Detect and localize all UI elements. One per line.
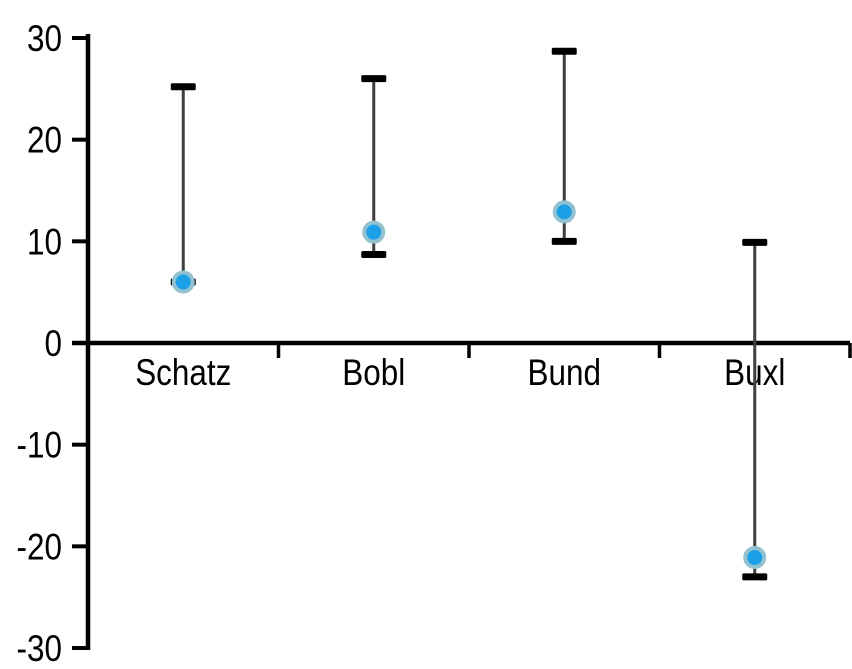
low-cap-bobl [361,251,387,259]
close-marker-bund [552,200,576,224]
y-tick-label: -30 [17,629,62,669]
y-tick-label: 10 [27,222,62,263]
y-tick-label: 0 [45,324,62,365]
low-cap-bund [551,237,577,245]
high-cap-bobl [361,75,387,83]
high-cap-buxl [742,238,768,246]
y-tick-label: -20 [17,527,62,568]
y-tick-label: -10 [17,425,62,466]
y-tick-label: 20 [27,120,62,161]
low-cap-buxl [742,573,768,581]
close-marker-schatz [171,270,195,294]
high-cap-schatz [170,83,196,91]
category-label-bobl: Bobl [342,353,405,394]
high-cap-bund [551,47,577,55]
category-label-schatz: Schatz [135,353,231,394]
close-marker-buxl [743,546,767,570]
category-label-bund: Bund [528,353,601,394]
close-marker-bobl [362,220,386,244]
y-tick-label: 30 [27,19,62,60]
